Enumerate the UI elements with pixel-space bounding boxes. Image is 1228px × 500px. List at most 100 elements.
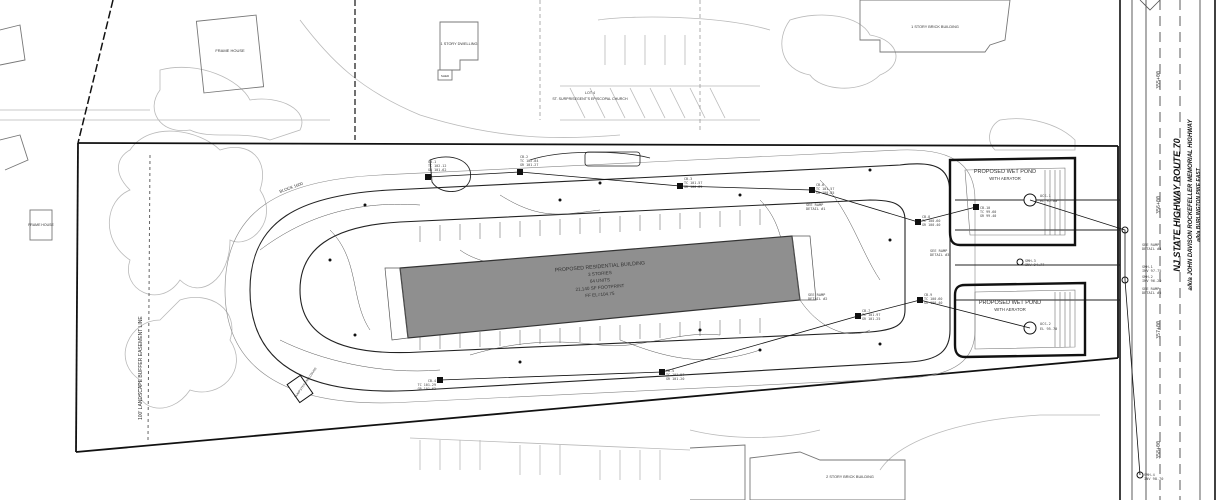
- building-stories: 3 STORIES: [588, 270, 612, 277]
- building-footprint-label: 21,140 SF FOOTPRINT: [575, 283, 624, 292]
- ramp4-detail: DETAIL #4: [1142, 247, 1161, 251]
- neighbor-buildings: [0, 0, 1011, 500]
- smh3-id: SMH-3: [1025, 259, 1036, 263]
- brick-building-north: [859, 0, 1011, 53]
- site-boundary: [75, 0, 1119, 453]
- ramp2-detail: DETAIL #2: [808, 297, 827, 301]
- proposed-building: PROPOSED RESIDENTIAL BUILDING 3 STORIES …: [384, 235, 817, 341]
- site-parking-stalls: [419, 209, 761, 350]
- outlet-1-el: EL 95.80: [1040, 199, 1057, 203]
- ramp2-label: SEE RAMP: [808, 293, 825, 297]
- boundary-south: [75, 357, 1119, 453]
- ramp1-label: SEE RAMP: [806, 203, 823, 207]
- tree-mass-west: [108, 130, 267, 296]
- building-ff: FF EL=104.75: [585, 291, 615, 298]
- cb7-id: CB-7: [862, 309, 870, 313]
- outlet-1-id: OCS-1: [1040, 194, 1051, 198]
- smh3-inv: INV 94.77: [1025, 263, 1044, 267]
- parking-stalls-south: [409, 437, 691, 480]
- cb3-gr: GR 100.85: [684, 185, 702, 189]
- smh1-inv: INV 97.75: [1142, 269, 1161, 273]
- station-356: 356+00: [1156, 196, 1162, 214]
- drive-edge-outer: [224, 149, 976, 404]
- parking-stalls-north: [560, 16, 771, 121]
- landscape-buffer-line: [147, 154, 151, 441]
- station-357: 357+00: [1156, 321, 1162, 339]
- wet-pond-north: PROPOSED WET POND WITH AERATOR: [948, 156, 1077, 247]
- cb3-id: CB-3: [684, 177, 692, 181]
- label-dwelling: 1 STORY DWELLING: [441, 42, 478, 46]
- cb8-tc: TC 100.60: [922, 219, 940, 223]
- ramp5-detail: DETAIL #5: [1142, 291, 1161, 295]
- cb6-id: CB-6: [816, 183, 824, 187]
- brick-building-south: [749, 451, 906, 500]
- tree-mass-southwest: [124, 297, 237, 409]
- storm-pipes: [427, 171, 1141, 476]
- highway-alt-name: a/k/a BURLINGTON PIKE EAST: [1196, 167, 1202, 241]
- curb-line-south: [689, 429, 821, 438]
- label-church: ST. SURPRISEGENT'S EPISCOPAL CHURCH: [552, 97, 628, 101]
- label-brick-bottom: 2 STORY BRICK BUILDING: [826, 475, 874, 479]
- cb10-gr: GR 99.40: [980, 214, 996, 218]
- building-west-edge: [0, 134, 29, 171]
- cb2-tc: TC 102.84: [520, 159, 538, 163]
- label-frame-house-nw: FRAME HOUSE: [215, 48, 245, 53]
- curb-line-north: [299, 19, 621, 138]
- cb7-gr: GR 101.25: [862, 317, 880, 321]
- label-shed: SHED: [441, 74, 450, 78]
- ramp4-label: SEE RAMP: [1142, 243, 1159, 247]
- cb9-tc: TC 100.60: [924, 297, 942, 301]
- cb1-id: CB-1: [428, 160, 436, 164]
- highway-name: NJ STATE HIGHWAY ROUTE 70: [1172, 138, 1182, 271]
- smh4-id: SMH-4: [1144, 473, 1155, 477]
- drive-inner-curb: [299, 199, 906, 354]
- cb4-tc: TC 101.29: [418, 383, 436, 387]
- smh4-inv: INV 98.70: [1144, 477, 1163, 481]
- island-north: [584, 151, 641, 167]
- outlet-2-id: OCS-2: [1040, 322, 1051, 326]
- pond-north-sub: WITH AERATOR: [989, 176, 1021, 181]
- buffer-note: 100' LANDSCAPE BUFFER EASEMENT LINE: [138, 316, 144, 420]
- cb4-id: CB-4: [428, 379, 436, 383]
- label-block: BLOCK 1600: [279, 181, 305, 194]
- nj-route-70: NJ STATE HIGHWAY ROUTE 70 a/k/a JOHN DAV…: [1119, 0, 1216, 500]
- driveway-loop: [224, 149, 1120, 404]
- smh2-id: SMH-2: [1142, 275, 1153, 279]
- pond-south-title: PROPOSED WET POND: [979, 300, 1041, 306]
- cb10-tc: TC 99.60: [980, 210, 996, 214]
- cb5-id: CB-5: [666, 369, 674, 373]
- cb7-tc: TC 101.97: [862, 313, 880, 317]
- cb10-id: CB-10: [980, 206, 990, 210]
- cb4-gr: GR 101.62: [418, 387, 436, 391]
- wet-pond-south: PROPOSED WET POND WITH AERATOR: [953, 281, 1087, 359]
- label-lot: LOT 4: [585, 91, 595, 95]
- cb5-gr: GR 101.20: [666, 377, 684, 381]
- boundary-west: [75, 142, 79, 453]
- building-far-nw: [0, 24, 26, 66]
- station-358: 358+00: [1156, 441, 1162, 459]
- highway-memorial: a/k/a JOHN DAVISON ROCKEFELLER MEMORIAL …: [1188, 119, 1194, 291]
- tree-cluster-ne: [781, 14, 897, 89]
- cb1-tc: TC 102.12: [428, 164, 446, 168]
- spot-markers: [328, 168, 892, 364]
- curb-line-se: [879, 414, 1100, 471]
- cb9-id: CB-9: [924, 293, 932, 297]
- cb6-gr: GR 100.85: [816, 191, 834, 195]
- access-drive-north: [955, 199, 1120, 231]
- pond-north-title: PROPOSED WET POND: [974, 169, 1036, 175]
- cb2-gr: GR 101.27: [520, 163, 538, 167]
- outlet-2-el: EL 95.70: [1040, 327, 1057, 331]
- ramp5-label: SEE RAMP: [1142, 287, 1159, 291]
- tree-mass-north: [153, 66, 303, 141]
- cb6-tc: TC 101.57: [816, 187, 834, 191]
- label-brick-top: 1 STORY BRICK BUILDING: [911, 25, 959, 29]
- frame-house-nw: [195, 14, 265, 94]
- building-units: 64 UNITS: [590, 277, 611, 284]
- station-355: 355+00: [1156, 71, 1162, 89]
- label-frame-house-west: FRAME HOUSE: [28, 223, 54, 227]
- context-layer: [0, 14, 1100, 480]
- smh2-inv: INV 96.20: [1142, 279, 1161, 283]
- access-drive-south: [955, 264, 1120, 301]
- ramp3-detail: DETAIL #3: [930, 253, 949, 257]
